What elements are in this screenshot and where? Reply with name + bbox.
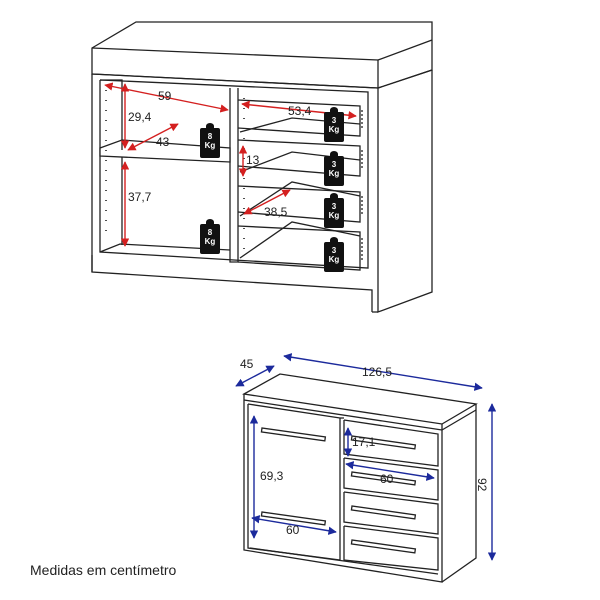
- dim-label-drawer-depth: 38,5: [264, 205, 288, 219]
- closed-cabinet-drawing: [242, 373, 478, 583]
- dim-label-total-height: 92: [475, 478, 489, 492]
- dim-label-drawer-height: 17,1: [352, 435, 376, 449]
- dim-label-width-left: 59: [158, 89, 172, 103]
- dim-label-drawer-height: 13: [246, 153, 260, 167]
- dim-label-height-top: 29,4: [128, 110, 152, 124]
- dim-label-total-width: 126,5: [362, 365, 393, 379]
- dim-label-width-right: 53,4: [288, 104, 312, 118]
- dim-label-drawer-width: 60: [380, 472, 394, 486]
- blue-dimension-arrows: [235, 353, 497, 561]
- dim-label-depth: 45: [240, 357, 254, 371]
- open-cabinet-drawing: [91, 21, 433, 313]
- units-caption: Medidas em centímetro: [30, 562, 177, 578]
- dim-label-height-bottom: 37,7: [128, 190, 152, 204]
- dim-label-door-width: 60: [286, 523, 300, 537]
- dim-label-door-height: 69,3: [260, 469, 284, 483]
- dim-label-shelf-depth: 43: [156, 135, 170, 149]
